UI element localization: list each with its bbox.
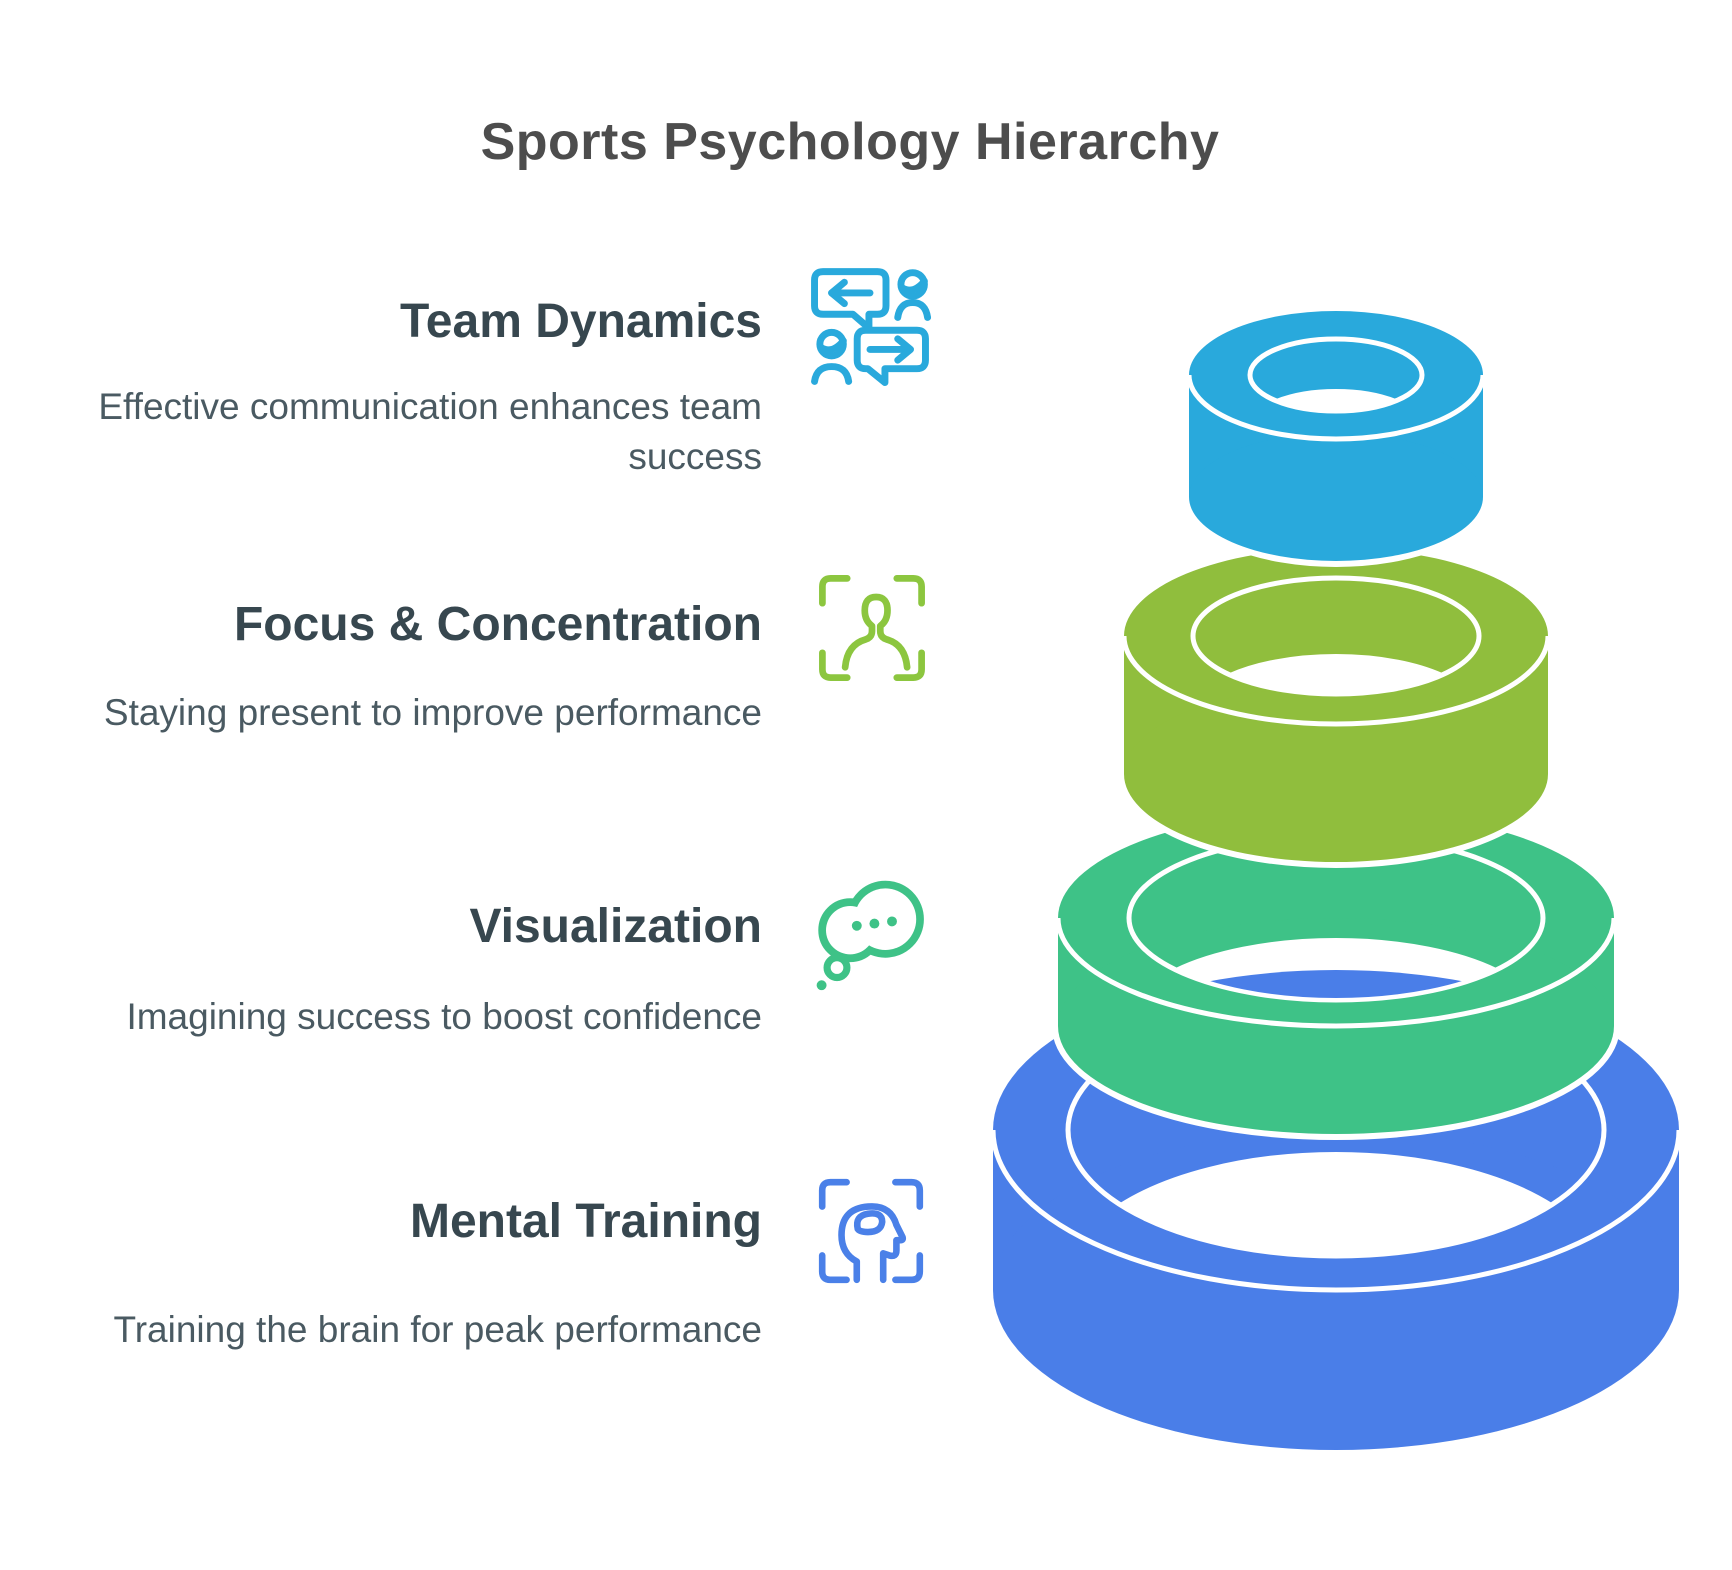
level-4-heading: Mental Training — [409, 1195, 762, 1248]
level-4-icon — [810, 1170, 932, 1292]
level-3-description: Imagining success to boost confidence — [126, 996, 762, 1037]
person-in-focus-frame-icon — [819, 575, 925, 681]
pyramid-ring-level-1 — [1183, 305, 1489, 567]
level-1-description: Effective communication enhances team su… — [98, 386, 762, 477]
level-3-heading: Visualization — [469, 900, 762, 953]
level-4-description: Training the brain for peak performance — [113, 1309, 762, 1350]
level-3-icon — [804, 862, 936, 994]
pyramid-ring-level-2 — [1118, 542, 1554, 868]
pyramid-ring-level-3 — [1052, 804, 1620, 1140]
page-title: Sports Psychology Hierarchy — [480, 113, 1220, 171]
level-1-heading: Team Dynamics — [400, 295, 762, 348]
speech-bubbles-people-icon — [811, 268, 932, 386]
level-2-heading: Focus & Concentration — [233, 598, 762, 651]
level-1-icon — [806, 262, 934, 390]
level-2-icon — [810, 566, 934, 690]
level-2-description: Staying present to improve performance — [103, 692, 762, 733]
thought-bubble-icon — [816, 880, 924, 991]
head-brain-focus-icon — [818, 1178, 924, 1284]
